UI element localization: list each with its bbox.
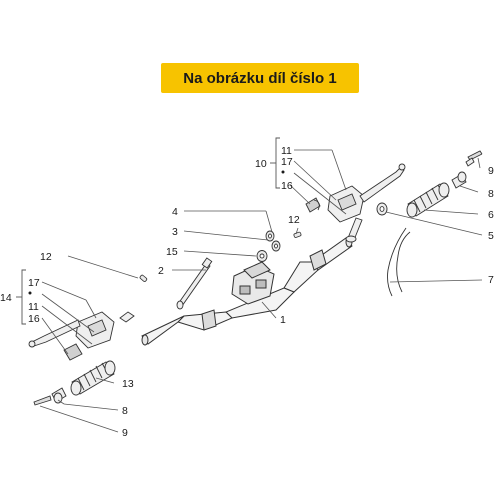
right-grip-parts (376, 150, 483, 218)
callout-10: 10 (255, 158, 267, 170)
callout-8-bottom: 8 (122, 405, 128, 417)
callout-9-top: 9 (488, 165, 494, 177)
callout-12-left: 12 (40, 251, 52, 263)
callout-11-left: 11 (28, 301, 39, 313)
callout-1: 1 (280, 314, 286, 326)
callout-16-top: 16 (281, 180, 293, 192)
callout-17-top: 17 (281, 156, 293, 168)
callout-14: 14 (0, 292, 12, 304)
callout-17-left: 17 (28, 277, 40, 289)
leader-lines (39, 149, 483, 433)
washer-nut-parts (256, 230, 281, 262)
callout-11-top: 11 (281, 145, 292, 157)
callout-2: 2 (158, 265, 164, 277)
pin-parts (139, 231, 302, 282)
callout-5: 5 (488, 230, 494, 242)
left-grip-parts (33, 360, 116, 406)
callout-13: 13 (122, 378, 134, 390)
callout-6: 6 (488, 209, 494, 221)
right-brake-lever-assembly (305, 163, 406, 243)
callout-9-bottom: 9 (122, 427, 128, 439)
brake-cable-part (387, 227, 411, 297)
callout-4: 4 (172, 206, 178, 218)
part-banner: Na obrázku díl číslo 1 (161, 63, 359, 93)
callout-labels: 1 2 3 4 15 12 10 11 17 16 9 8 6 5 7 12 1… (0, 145, 494, 439)
callout-8-top: 8 (488, 188, 494, 200)
handlebar-part (141, 236, 353, 346)
callout-7: 7 (488, 274, 494, 286)
grouping-brackets (16, 137, 280, 325)
callout-3: 3 (172, 226, 178, 238)
bracket-bullets (28, 170, 285, 295)
callout-12-top: 12 (288, 214, 300, 226)
bolt-part (176, 257, 213, 310)
callout-16-left: 16 (28, 313, 40, 325)
callout-15: 15 (166, 246, 178, 258)
